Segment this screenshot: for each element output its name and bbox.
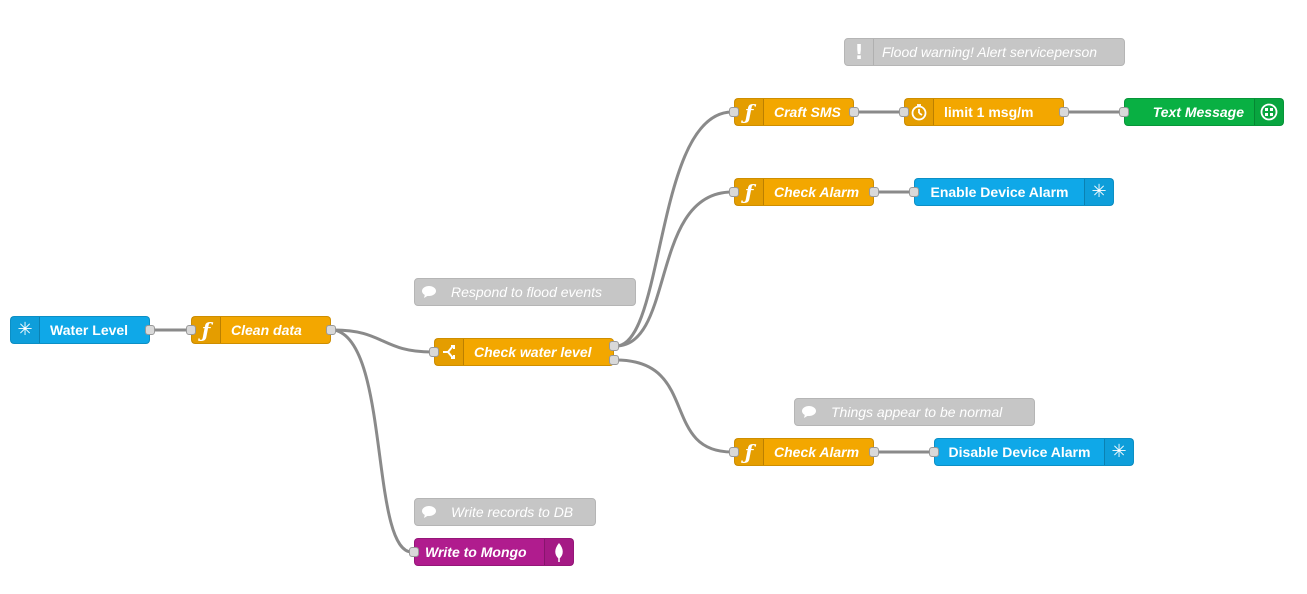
output-port[interactable] [869,447,879,457]
exclamation-icon: ! [845,39,874,65]
node-check-water-level[interactable]: Check water level [434,338,614,366]
node-craft-sms[interactable]: ƒ Craft SMS [734,98,854,126]
comment-label: Flood warning! Alert serviceperson [882,44,1098,60]
comment-normal[interactable]: Things appear to be normal [794,398,1035,426]
wire-clean-data-to-check-water-level [333,328,433,354]
speech-bubble-icon [415,279,443,305]
node-text-message[interactable]: Text Message [1124,98,1284,126]
node-check-alarm-disable[interactable]: ƒ Check Alarm [734,438,874,466]
function-icon: ƒ [735,99,764,125]
speech-bubble-icon [795,399,823,425]
node-label: Check Alarm [774,444,860,460]
node-disable-device-alarm[interactable]: Disable Device Alarm ✳ [934,438,1134,466]
node-label: Craft SMS [774,104,841,120]
node-label: Text Message [1152,104,1244,120]
mongo-leaf-icon [544,539,573,565]
node-label: Water Level [50,322,129,338]
wire-clean-data-to-write-mongo [333,328,413,554]
device-star-icon: ✳ [11,317,40,343]
output-port-1[interactable] [609,341,619,351]
input-port[interactable] [1119,107,1129,117]
timer-icon [905,99,934,125]
node-rate-limit[interactable]: limit 1 msg/m [904,98,1064,126]
input-port[interactable] [899,107,909,117]
comment-write-db[interactable]: Write records to DB [414,498,596,526]
node-write-to-mongo[interactable]: Write to Mongo [414,538,574,566]
input-port[interactable] [429,347,439,357]
function-icon: ƒ [735,179,764,205]
output-port[interactable] [326,325,336,335]
node-label: Enable Device Alarm [930,184,1069,200]
input-port[interactable] [409,547,419,557]
node-check-alarm-enable[interactable]: ƒ Check Alarm [734,178,874,206]
comment-label: Write records to DB [451,504,574,520]
sms-icon [1254,99,1283,125]
input-port[interactable] [909,187,919,197]
node-label: Check Alarm [774,184,860,200]
wire-check-water-level-to-check-alarm-2 [615,358,733,454]
output-port-2[interactable] [609,355,619,365]
switch-icon [435,339,464,365]
node-clean-data[interactable]: ƒ Clean data [191,316,331,344]
input-port[interactable] [729,187,739,197]
output-port[interactable] [849,107,859,117]
input-port[interactable] [729,447,739,457]
node-enable-device-alarm[interactable]: Enable Device Alarm ✳ [914,178,1114,206]
output-port[interactable] [869,187,879,197]
function-icon: ƒ [735,439,764,465]
comment-label: Things appear to be normal [831,404,1003,420]
device-star-icon: ✳ [1104,439,1133,465]
node-label: Write to Mongo [425,544,527,560]
input-port[interactable] [929,447,939,457]
function-icon: ƒ [192,317,221,343]
node-label: Disable Device Alarm [948,444,1091,460]
wire-check-water-level-to-craft-sms [615,110,733,348]
output-port[interactable] [145,325,155,335]
comment-respond-flood[interactable]: Respond to flood events [414,278,636,306]
wire-check-water-level-to-check-alarm-1 [615,190,733,348]
node-label: limit 1 msg/m [944,104,1034,120]
node-label: Check water level [474,344,592,360]
input-port[interactable] [729,107,739,117]
device-star-icon: ✳ [1084,179,1113,205]
node-water-level[interactable]: ✳ Water Level [10,316,150,344]
comment-flood-warning[interactable]: ! Flood warning! Alert serviceperson [844,38,1125,66]
node-label: Clean data [231,322,302,338]
speech-bubble-icon [415,499,443,525]
input-port[interactable] [186,325,196,335]
comment-label: Respond to flood events [451,284,602,300]
output-port[interactable] [1059,107,1069,117]
